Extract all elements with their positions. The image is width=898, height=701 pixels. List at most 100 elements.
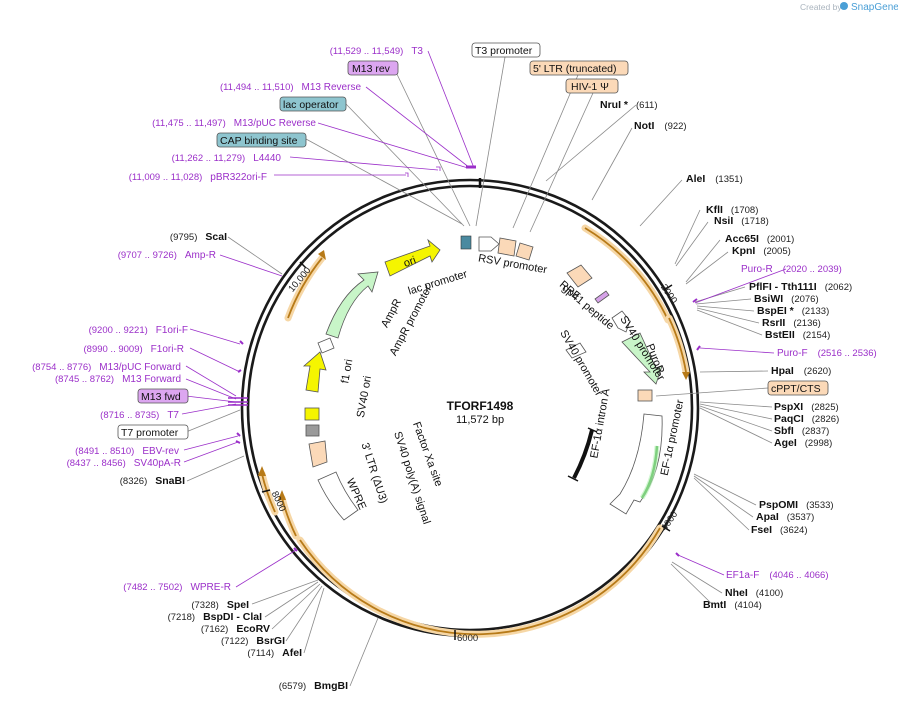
enzyme-kfli: KflI(1708) — [706, 204, 758, 216]
sv40-promoter-b-label: SV40 promoter — [557, 328, 605, 398]
primer-puro-f: Puro-F(2516 .. 2536) — [777, 348, 877, 359]
enzyme-bsrgi: (7122)BsrGI — [221, 635, 285, 647]
enzyme-agei: AgeI(2998) — [774, 437, 832, 449]
rsv-promoter — [497, 237, 517, 257]
t7-promoter-box: T7 promoter — [121, 427, 179, 439]
t3-promoter-box: T3 promoter — [475, 45, 533, 57]
f1-ori-label: f1 ori — [339, 358, 355, 384]
logo-prefix: Created by — [800, 2, 842, 12]
enzyme-pspomi: PspOMI(3533) — [759, 499, 834, 511]
inner-features: ori — [302, 235, 663, 521]
primer-pbr322ori-f: (11,009 .. 11,028)pBR322ori-F — [129, 172, 267, 183]
sv40-promoter-b — [565, 342, 587, 359]
orf-arcs — [258, 224, 690, 638]
primer-m13-reverse: (11,494 .. 11,510)M13 Reverse — [220, 82, 362, 93]
primer-mark — [436, 166, 441, 171]
cppt-mark — [637, 389, 653, 402]
enzyme-pspxi: PspXI(2825) — [774, 401, 839, 413]
primer-m13-forward: (8745 .. 8762)M13 Forward — [55, 374, 181, 385]
enzyme-sbfi: SbfI(2837) — [774, 425, 829, 437]
sv40-ori-mark — [304, 407, 320, 421]
enzyme-scai: (9795)ScaI — [170, 231, 227, 243]
enzyme-bmgbi: (6579)BmgBI — [279, 680, 348, 692]
enzyme-hpai: HpaI(2620) — [771, 365, 831, 377]
left-labels: (11,529 .. 11,549)T3 (11,494 .. 11,510)M… — [32, 46, 423, 692]
boxed-labels: T3 promoter 5' LTR (truncated) HIV-1 Ψ M… — [117, 42, 829, 440]
enzyme-ecorv: (7162)EcoRV — [201, 623, 270, 635]
ltr3-mark — [308, 440, 328, 468]
primer-amp-r: (9707 .. 9726)Amp-R — [118, 250, 216, 261]
enzyme-apai: ApaI(3537) — [756, 511, 814, 523]
snapgene-logo: Created by SnapGene — [800, 2, 898, 13]
primer-puro-r: Puro-R(2020 .. 2039) — [741, 264, 842, 275]
enzyme-kpni: KpnI(2005) — [732, 245, 791, 257]
ampr-promoter — [317, 337, 335, 354]
enzyme-rsrii: RsrII(2136) — [762, 317, 821, 329]
primer-m13-puc-reverse: (11,475 .. 11,497)M13/pUC Reverse — [152, 118, 316, 129]
ampr-arrow — [325, 271, 379, 339]
ef1a-promoter-label: EF-1α promoter — [659, 398, 687, 476]
sv40-promoter-a — [611, 310, 631, 333]
enzyme-afei: (7114)AfeI — [247, 647, 302, 659]
primer-ebv-rev: (8491 .. 8510)EBV-rev — [75, 446, 179, 457]
enzyme-bmti: BmtI(4104) — [703, 599, 762, 611]
enzyme-nrui: NruI *(611) — [600, 99, 658, 111]
ef1a-intron — [572, 429, 594, 479]
lac-operator-mark — [460, 235, 472, 250]
m13-rev-box: M13 rev — [352, 63, 391, 75]
ampr-label: AmpR — [379, 297, 404, 330]
primer-ef1a-f: EF1a-F(4046 .. 4066) — [726, 570, 829, 581]
enzyme-paqci: PaqCI(2826) — [774, 413, 839, 425]
gp41-label: gp41 peptide — [560, 282, 616, 332]
primer-t3: (11,529 .. 11,549)T3 — [330, 46, 424, 57]
tick-6000: 6000 — [457, 633, 478, 644]
logo-brand: SnapGene — [851, 2, 898, 13]
factor-xa-mark — [305, 424, 320, 437]
primer-f1ori-r: (8990 .. 9009)F1ori-R — [84, 344, 185, 355]
primer-wpre-r: (7482 .. 7502)WPRE-R — [123, 582, 231, 593]
ori-label: ori — [402, 254, 418, 269]
enzyme-noti: NotI(922) — [634, 120, 687, 132]
enzyme-bspdi: (7218)BspDI - ClaI — [168, 611, 262, 623]
lac-promoter-arrow — [478, 236, 500, 252]
lac-promoter-label: lac promoter — [407, 268, 469, 297]
ori-arrow — [384, 238, 441, 277]
primer-f1ori-f: (9200 .. 9221)F1ori-F — [89, 325, 188, 336]
primer-t7: (8716 .. 8735)T7 — [100, 410, 179, 421]
orf-arrow-head — [682, 372, 690, 380]
enzyme-bsteii: BstEII(2154) — [765, 329, 830, 341]
gp41 — [594, 290, 610, 304]
enzyme-fsei: FseI(3624) — [751, 524, 807, 536]
tick-4000: 4000 — [659, 509, 680, 533]
enzyme-nsii: NsiI(1718) — [714, 215, 769, 227]
hiv-psi-box: HIV-1 Ψ — [571, 81, 609, 93]
orf-arc-puror-region-core — [584, 227, 669, 321]
puror-arrow — [621, 332, 663, 385]
ef1a-promoter — [609, 413, 663, 515]
snapgene-icon — [840, 2, 848, 10]
primer-sv40pa-r: (8437 .. 8456)SV40pA-R — [67, 458, 181, 469]
enzyme-pflfi: PflFI - Tth111I(2062) — [749, 281, 852, 293]
ltr5-box: 5' LTR (truncated) — [533, 63, 617, 75]
plasmid-length: 11,572 bp — [456, 414, 504, 426]
enzyme-nhei: NheI(4100) — [725, 587, 783, 599]
enzyme-bspei: BspEI *(2133) — [757, 305, 829, 317]
plasmid-name: TFORF1498 — [447, 399, 514, 413]
primer-m13-puc-forward: (8754 .. 8776)M13/pUC Forward — [32, 362, 181, 373]
leader-lines — [181, 50, 787, 687]
cppt-box: cPPT/CTS — [771, 383, 821, 395]
primer-l4440: (11,262 .. 11,279)L4440 — [172, 153, 282, 164]
ef1a-intron-label: EF-1α intron A — [588, 387, 612, 459]
sv40-ori-label: SV40 ori — [355, 375, 374, 419]
enzyme-alei: AleI(1351) — [686, 173, 743, 185]
orf-arc-bottom — [296, 524, 664, 638]
f1-ori-arrow — [302, 351, 327, 393]
enzyme-snabi: (8326)SnaBI — [120, 475, 185, 487]
right-labels: NruI *(611) NotI(922) AleI(1351) KflI(17… — [600, 99, 877, 611]
wpre-arrow — [317, 471, 359, 521]
m13-fwd-box: M13 fwd — [141, 391, 181, 403]
enzyme-acc65i: Acc65I(2001) — [725, 233, 794, 245]
cap-site-box: CAP binding site — [220, 135, 298, 147]
primer-marks — [228, 165, 701, 557]
